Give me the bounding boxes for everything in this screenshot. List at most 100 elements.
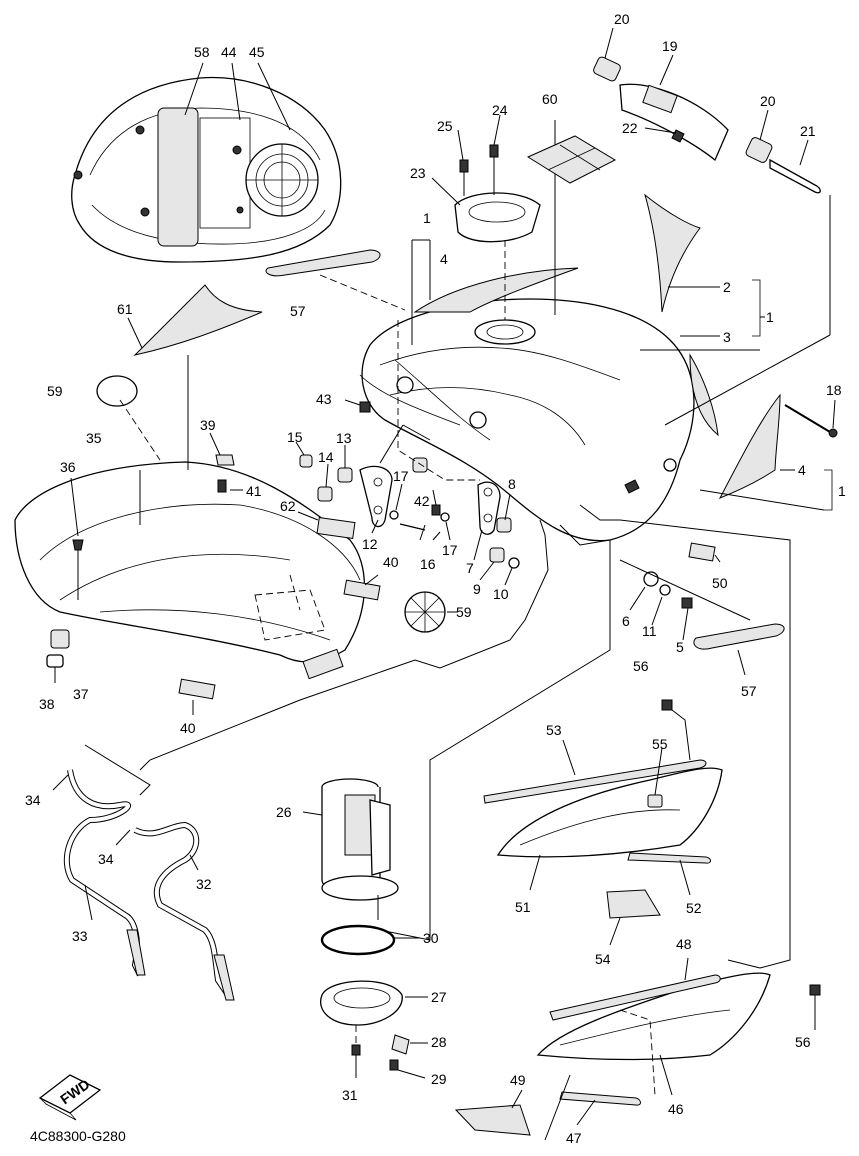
callout-60: 60 [542, 91, 558, 107]
callout-1: 1 [423, 210, 431, 226]
callout-51: 51 [515, 899, 531, 915]
callout-54: 54 [595, 951, 611, 967]
side-panel-61 [127, 284, 263, 356]
callout-41: 41 [246, 483, 262, 499]
callout-11: 11 [642, 623, 657, 639]
callout-18: 18 [826, 382, 842, 398]
pad-62 [297, 511, 356, 539]
callout-56: 56 [795, 1034, 811, 1050]
callout-24: 24 [492, 102, 508, 118]
callout-labels: 1 1 1 2 3 4 4 5 6 7 8 9 10 11 12 13 14 1… [25, 11, 846, 1146]
callout-17: 17 [393, 468, 409, 484]
panel-46-group [454, 957, 821, 1141]
callout-38: 38 [39, 696, 55, 712]
callout-9: 9 [473, 581, 481, 597]
callout-4: 4 [798, 462, 806, 478]
callout-62: 62 [280, 498, 296, 514]
callout-44: 44 [221, 44, 237, 60]
callout-21: 21 [800, 123, 816, 139]
callout-59: 59 [456, 604, 472, 620]
callout-52: 52 [686, 900, 702, 916]
callout-58: 58 [194, 44, 210, 60]
callout-45: 45 [249, 44, 265, 60]
tank-underside-view [71, 62, 342, 263]
leader-lines [84, 320, 791, 969]
callout-40: 40 [383, 554, 399, 570]
breather-hoses [52, 769, 235, 1001]
callout-39: 39 [200, 417, 216, 433]
callout-17: 17 [442, 542, 458, 558]
label-sheet-60 [526, 135, 617, 184]
callout-35: 35 [86, 430, 102, 446]
callout-25: 25 [437, 118, 453, 134]
callout-56: 56 [633, 658, 649, 674]
callout-20: 20 [760, 93, 776, 109]
fuel-tank [359, 298, 695, 542]
clip-39-bolt-41 [209, 432, 243, 493]
emblem-59-right [404, 591, 458, 633]
callout-19: 19 [662, 38, 678, 54]
callout-5: 5 [676, 639, 684, 655]
callout-37: 37 [73, 686, 89, 702]
diagram-code: 4C88300-G280 [30, 1128, 126, 1144]
tank-graphics [411, 120, 833, 511]
callout-57: 57 [290, 303, 306, 319]
callout-29: 29 [431, 1071, 447, 1087]
callout-61: 61 [117, 301, 133, 317]
panel-51-group [483, 699, 723, 946]
callout-55: 55 [652, 736, 668, 752]
callout-40: 40 [180, 720, 196, 736]
bracket-hardware-right [473, 481, 520, 586]
damper-assembly [593, 27, 831, 426]
bracket-hardware-5-6-11-50 [619, 542, 751, 641]
fwd-arrow-icon: FWD [38, 1074, 102, 1121]
callout-33: 33 [72, 928, 88, 944]
callout-43: 43 [316, 391, 332, 407]
side-strip-57-lower [693, 623, 785, 676]
callout-34: 34 [25, 792, 41, 808]
callout-16: 16 [420, 556, 436, 572]
callout-30: 30 [423, 930, 439, 946]
side-strip-57-upper [265, 249, 406, 311]
callout-31: 31 [342, 1087, 358, 1103]
callout-1: 1 [766, 309, 774, 325]
side-cover-fasteners [46, 477, 84, 683]
callout-2: 2 [723, 279, 731, 295]
callout-8: 8 [508, 476, 516, 492]
callout-57: 57 [741, 683, 757, 699]
callout-26: 26 [276, 804, 292, 820]
callout-12: 12 [362, 536, 378, 552]
pads-40 [178, 574, 381, 715]
callout-14: 14 [318, 449, 334, 465]
callout-27: 27 [431, 989, 447, 1005]
callout-20: 20 [614, 11, 630, 27]
callout-48: 48 [676, 936, 692, 952]
callout-53: 53 [546, 722, 562, 738]
callout-3: 3 [723, 329, 731, 345]
callout-32: 32 [196, 876, 212, 892]
callout-28: 28 [431, 1034, 447, 1050]
bolt-18 [784, 399, 838, 438]
callout-34: 34 [98, 851, 114, 867]
callout-10: 10 [493, 586, 509, 602]
callout-23: 23 [410, 165, 426, 181]
callout-4: 4 [440, 251, 448, 267]
callout-36: 36 [60, 459, 76, 475]
callout-13: 13 [336, 430, 352, 446]
fuel-pump-assembly [302, 778, 428, 1079]
callout-6: 6 [622, 613, 630, 629]
callout-49: 49 [510, 1072, 526, 1088]
fuel-cap-assembly [431, 114, 541, 320]
bolt-43 [344, 399, 371, 413]
emblem-59-left [96, 375, 161, 461]
callout-15: 15 [287, 429, 303, 445]
callout-50: 50 [712, 575, 728, 591]
callout-46: 46 [668, 1101, 684, 1117]
callout-7: 7 [466, 560, 474, 576]
side-cover-35 [14, 355, 366, 680]
callout-22: 22 [622, 120, 638, 136]
callout-1: 1 [838, 483, 846, 499]
bracket-hardware-left [295, 424, 451, 541]
callout-47: 47 [566, 1130, 582, 1146]
